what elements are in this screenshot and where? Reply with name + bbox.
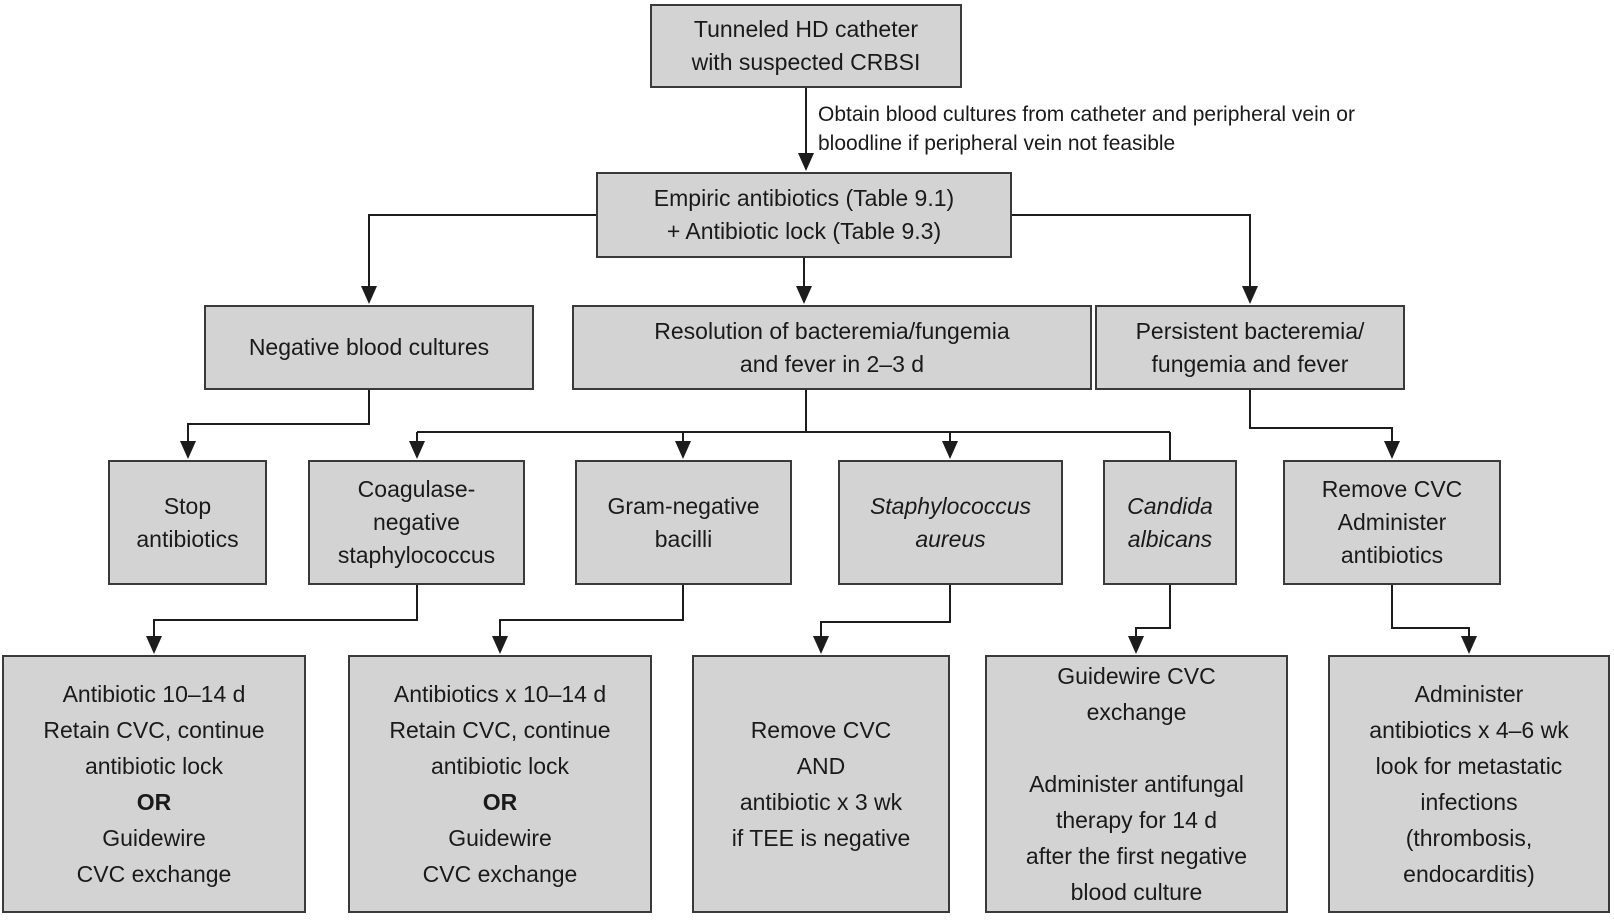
node-text-line: + Antibiotic lock (Table 9.3) [666, 218, 942, 244]
node-tunneled-hd-catheter: Tunneled HD catheter with suspected CRBS… [650, 4, 962, 88]
node-text-line: OR [136, 789, 172, 815]
node-text-line: antibiotic lock [84, 753, 224, 779]
node-text-line: antibiotics [136, 525, 239, 552]
connector-negative-stop [180, 390, 370, 459]
node-text-line: endocarditis) [1403, 861, 1535, 887]
node-text-line: Administer [1414, 681, 1524, 707]
node-text-line: Guidewire CVC [1057, 663, 1216, 689]
node-text-line: and fever in 2–3 d [739, 350, 925, 377]
node-text-line: Retain CVC, continue [389, 717, 611, 743]
node-text-line: fungemia and fever [1151, 350, 1349, 377]
node-text-line: (thrombosis, [1405, 825, 1533, 851]
node-text-line: Staphylococcus [869, 492, 1032, 519]
node-remove-cvc-administer: Remove CVC Administer antibiotics [1283, 460, 1501, 585]
node-text-line [987, 730, 1286, 766]
node-guidewire-cvc-exchange: Guidewire CVC exchange Administer antifu… [985, 655, 1288, 913]
node-text-line: albicans [1127, 525, 1213, 552]
connector-empiric-negative [361, 214, 596, 304]
node-text-line: antibiotics x 4–6 wk [1369, 717, 1569, 743]
node-text-line: Administer [1337, 509, 1447, 535]
connector-staphaureus-d3 [813, 585, 951, 654]
blood-cultures-annotation: Obtain blood cultures from catheter and … [818, 103, 1355, 155]
node-text-line: Persistent bacteremia/ [1135, 317, 1365, 344]
node-text-line: negative [373, 509, 460, 535]
node-resolution-bacteremia: Resolution of bacteremia/fungemia and fe… [572, 305, 1092, 390]
node-stop-antibiotics: Stop antibiotics [108, 460, 267, 585]
node-text-line: Guidewire [448, 825, 552, 851]
node-text-line: Remove CVC [1321, 476, 1463, 502]
node-text-line: Candida [1127, 492, 1213, 519]
node-text-line: antibiotic lock [430, 753, 570, 779]
node-text-line: CVC exchange [422, 861, 578, 887]
connector-coagulase-d1 [146, 585, 418, 654]
node-text-line: Stop [163, 492, 212, 519]
node-coagulase-negative-staph: Coagulase- negative staphylococcus [308, 460, 525, 585]
node-antibiotic-10-14d: Antibiotic 10–14 d Retain CVC, continue … [2, 655, 306, 913]
node-candida-albicans: Candida albicans [1103, 460, 1237, 585]
connector-persistent-removecvc [1249, 390, 1400, 459]
node-text-line: Administer antifungal [1029, 771, 1244, 797]
node-text-line: antibiotics [1340, 542, 1444, 568]
connector-empiric-persistent [1012, 214, 1258, 304]
node-text-line: blood culture [1070, 879, 1203, 905]
node-text-line: Resolution of bacteremia/fungemia [654, 317, 1010, 344]
node-text-line: Negative blood cultures [248, 334, 490, 360]
node-text-line: antibiotic x 3 wk [739, 789, 903, 815]
node-persistent-bacteremia: Persistent bacteremia/ fungemia and feve… [1095, 305, 1405, 390]
node-text-line: aureus [915, 525, 986, 552]
node-text-line: infections [1420, 789, 1518, 815]
node-negative-blood-cultures: Negative blood cultures [204, 305, 534, 390]
node-text-line: Tunneled HD catheter [693, 16, 919, 42]
node-text-line: Coagulase- [357, 476, 476, 502]
node-text-line: therapy for 14 d [1055, 807, 1218, 833]
connector-candida-d4 [1128, 585, 1171, 654]
node-text-line: look for metastatic [1375, 753, 1563, 779]
node-text-line: Antibiotic 10–14 d [62, 681, 246, 707]
node-administer-antibiotics-4-6wk: Administer antibiotics x 4–6 wk look for… [1328, 655, 1610, 913]
node-text-line: Gram-negative [607, 492, 760, 519]
node-empiric-antibiotics: Empiric antibiotics (Table 9.1) + Antibi… [596, 172, 1012, 258]
connector-gramnegative-d2 [492, 585, 684, 654]
node-text-line: AND [796, 753, 846, 779]
node-text-line: Empiric antibiotics (Table 9.1) [653, 185, 955, 211]
node-gram-negative-bacilli: Gram-negative bacilli [575, 460, 792, 585]
node-antibiotics-x-10-14d: Antibiotics x 10–14 d Retain CVC, contin… [348, 655, 652, 913]
connector-removecvc-d5 [1391, 585, 1477, 654]
node-text-line: Antibiotics x 10–14 d [393, 681, 607, 707]
node-text-line: if TEE is negative [731, 825, 911, 851]
node-staphylococcus-aureus: Staphylococcus aureus [838, 460, 1063, 585]
node-text-line: with suspected CRBSI [691, 49, 921, 75]
node-text-line: OR [482, 789, 518, 815]
node-text-line: bacilli [654, 525, 713, 552]
node-text-line: after the first negative [1025, 843, 1248, 869]
node-text-line: exchange [1086, 699, 1187, 725]
node-text-line: staphylococcus [337, 542, 496, 568]
node-text-line: Retain CVC, continue [43, 717, 265, 743]
node-text-line: CVC exchange [76, 861, 232, 887]
node-text-line: Guidewire [102, 825, 206, 851]
node-remove-cvc-and-antibiotic: Remove CVC AND antibiotic x 3 wk if TEE … [692, 655, 950, 913]
node-text-line: Remove CVC [750, 717, 892, 743]
